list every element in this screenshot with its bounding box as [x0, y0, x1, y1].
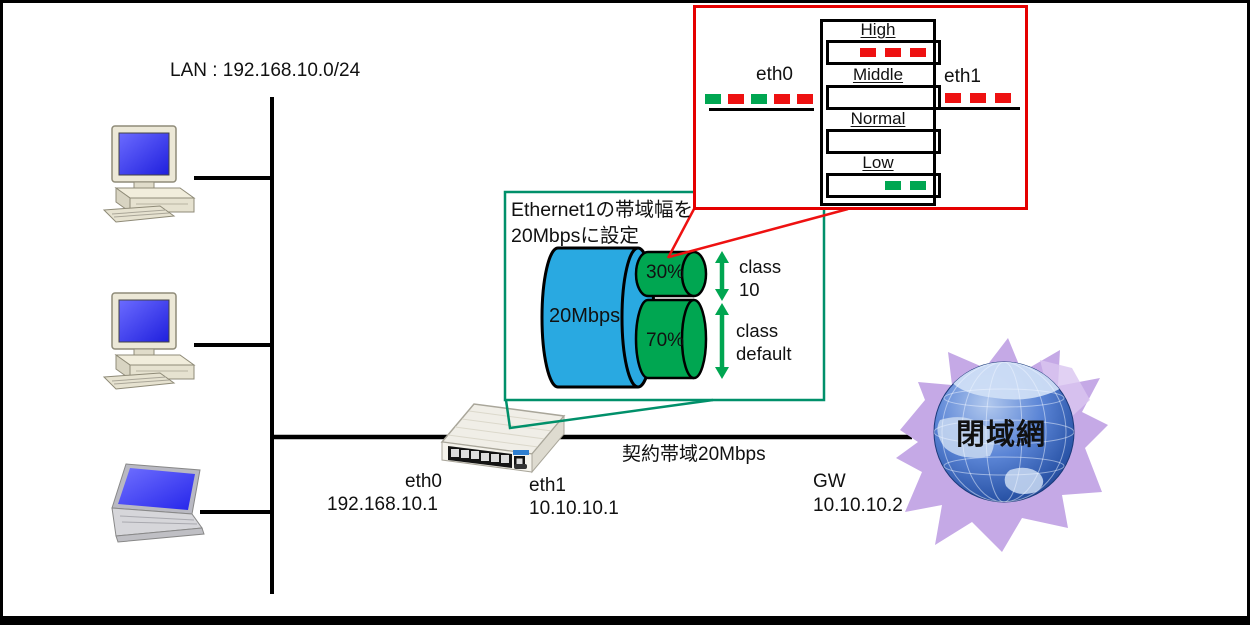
lan-subnet-label: LAN : 192.168.10.0/24	[170, 60, 361, 81]
red-packet-dash	[797, 94, 813, 104]
eth1-packet-stream	[945, 93, 1011, 103]
router-eth0-label: eth0	[405, 471, 442, 492]
queue-middle	[826, 85, 941, 110]
router-icon	[440, 403, 566, 474]
class10-name-line1: class	[739, 256, 782, 277]
desktop-computer-icon	[102, 292, 196, 390]
desktop-computer-icon	[102, 125, 196, 223]
qos-eth0-label: eth0	[756, 64, 793, 85]
canvas-border-left	[0, 0, 3, 625]
class-default-cylinder	[634, 298, 708, 380]
class-default-share-label: 70%	[646, 330, 685, 351]
class-default-name-line1: class	[736, 320, 779, 341]
canvas-border-top	[0, 0, 1250, 3]
red-packet-dash	[728, 94, 744, 104]
closed-network-label: 閉域網	[956, 419, 1047, 451]
canvas-border-right	[1247, 0, 1250, 625]
bandwidth-callout-pointer	[504, 398, 714, 430]
green-packet-dash	[910, 181, 926, 190]
class10-name-line2: 10	[739, 279, 760, 300]
eth0-packet-stream	[705, 94, 813, 104]
qos-eth1-label: eth1	[944, 66, 981, 87]
bandwidth-callout-title: Ethernet1の帯域幅を 20Mbpsに設定	[511, 197, 693, 249]
qos-callout-pointer	[666, 207, 849, 259]
gateway-ip: 10.10.10.2	[813, 495, 903, 516]
eth0-flow-line	[709, 108, 814, 111]
laptop-computer-icon	[111, 463, 205, 543]
class-default-range-arrow	[715, 303, 729, 379]
green-packet-dash	[885, 181, 901, 190]
eth1-flow-line	[940, 107, 1020, 110]
red-packet-dash	[945, 93, 961, 103]
router-eth0-ip: 192.168.10.1	[327, 494, 438, 515]
red-packet-dash	[860, 48, 876, 57]
closed-network-cloud	[896, 338, 1108, 552]
contract-bandwidth-label: 契約帯域20Mbps	[622, 444, 766, 465]
router-eth1-ip: 10.10.10.1	[529, 498, 619, 519]
class-default-name-line2: default	[736, 343, 792, 364]
queue-label-low: Low	[862, 153, 894, 172]
queue-high	[826, 40, 941, 65]
queue-low	[826, 173, 941, 198]
class10-share-label: 30%	[646, 262, 685, 283]
queue-label-normal: Normal	[850, 109, 906, 128]
red-packet-dash	[995, 93, 1011, 103]
bandwidth-callout-title-line2: 20Mbpsに設定	[511, 225, 639, 247]
red-packet-dash	[970, 93, 986, 103]
qos-callout-box: eth0 eth1 High Middle Normal Low	[693, 5, 1028, 210]
green-packet-dash	[705, 94, 721, 104]
gateway-label: GW	[813, 471, 846, 492]
red-packet-dash	[910, 48, 926, 57]
green-packet-dash	[751, 94, 767, 104]
queue-label-high: High	[860, 20, 896, 39]
total-bandwidth-label: 20Mbps	[549, 305, 621, 327]
lan-bus-lines	[194, 97, 274, 594]
class10-cylinder	[634, 250, 708, 298]
qos-queue-box: High Middle Normal Low	[820, 19, 941, 206]
router-eth1-label: eth1	[529, 475, 566, 496]
red-packet-dash	[774, 94, 790, 104]
canvas-border-bottom	[0, 616, 1250, 625]
queue-normal	[826, 129, 941, 154]
class10-range-arrow	[715, 251, 729, 301]
red-packet-dash	[885, 48, 901, 57]
queue-label-middle: Middle	[852, 65, 904, 84]
bandwidth-callout-title-line1: Ethernet1の帯域幅を	[511, 199, 694, 221]
